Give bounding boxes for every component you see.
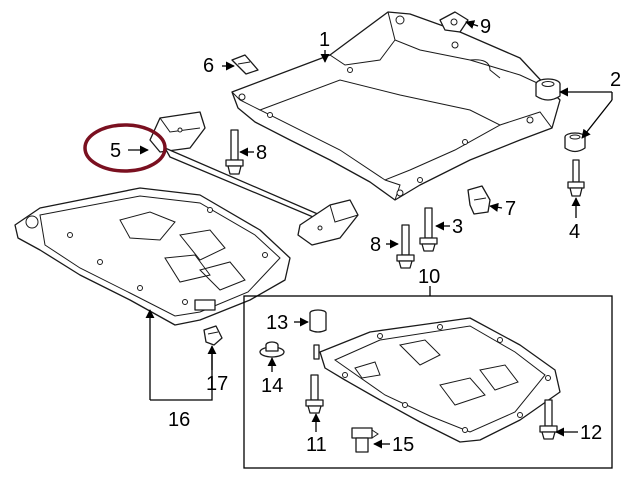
callout-15: 15 xyxy=(392,434,414,456)
skid-plate-part-10 xyxy=(313,317,561,443)
callout-13: 13 xyxy=(266,312,288,334)
highlight-circle xyxy=(83,123,167,173)
callout-8-lower: 8 xyxy=(370,234,381,256)
callout-2: 2 xyxy=(610,69,621,91)
callout-11: 11 xyxy=(306,434,327,456)
callout-12: 12 xyxy=(580,422,602,444)
callout-4: 4 xyxy=(569,221,580,243)
callout-9: 9 xyxy=(480,16,491,38)
callout-8-upper: 8 xyxy=(256,142,267,164)
bolt-part-12 xyxy=(539,399,558,440)
callout-6: 6 xyxy=(203,55,214,77)
clip-part-17 xyxy=(203,325,223,346)
callout-7: 7 xyxy=(505,198,516,220)
leader-lines xyxy=(128,20,613,449)
grommet-part-14 xyxy=(259,341,285,358)
subframe-mount-upper xyxy=(535,78,561,101)
callout-17: 17 xyxy=(206,373,228,395)
bolt-part-8-lower xyxy=(396,224,415,269)
bracket-part-7 xyxy=(467,185,491,215)
bolt-part-4 xyxy=(567,159,585,197)
callout-10: 10 xyxy=(418,266,440,288)
nut-part-13 xyxy=(309,309,327,333)
plate-part-9 xyxy=(439,11,469,33)
callout-labels: 1 2 3 4 5 6 7 8 8 9 10 11 12 13 14 15 16… xyxy=(110,16,621,456)
clip-part-15 xyxy=(351,427,379,453)
subframe-mount-lower xyxy=(564,132,586,153)
callout-16: 16 xyxy=(168,409,190,431)
callout-3: 3 xyxy=(452,216,463,238)
bolt-part-11 xyxy=(305,374,324,414)
bolt-part-8-upper xyxy=(225,129,244,175)
bolt-part-3 xyxy=(419,207,438,252)
splash-shield-part-16 xyxy=(14,187,291,326)
detail-box-part-10 xyxy=(243,295,613,469)
reinforcement-bar-part-5 xyxy=(149,111,359,246)
front-subframe xyxy=(231,11,561,201)
callout-1: 1 xyxy=(319,29,330,51)
callout-14: 14 xyxy=(261,375,283,397)
bracket-part-6 xyxy=(231,54,259,75)
callout-5: 5 xyxy=(110,140,121,162)
